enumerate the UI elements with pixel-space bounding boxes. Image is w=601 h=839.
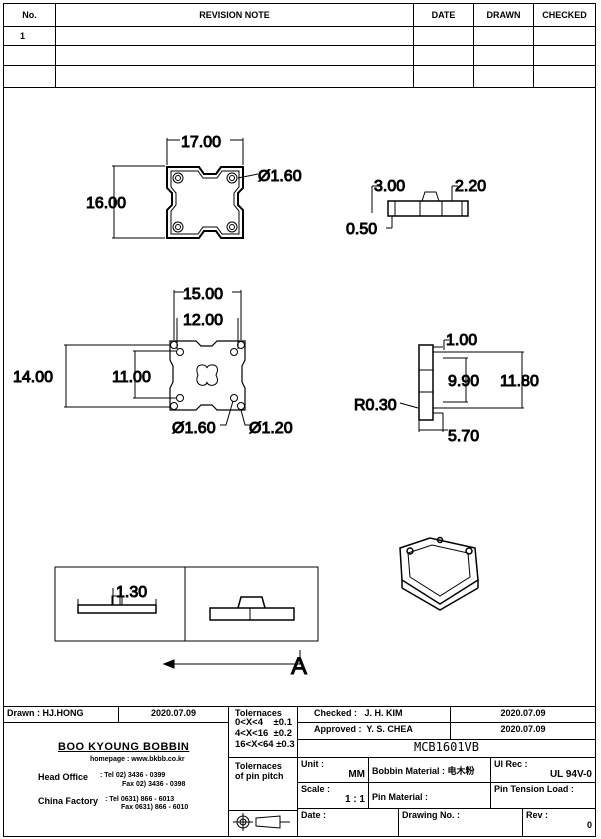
dim-front-height: 3.00 xyxy=(374,178,405,195)
bobbin-material: Bobbin Material : 电木粉 xyxy=(368,757,491,783)
projection-symbol-icon xyxy=(233,813,290,831)
dim-side-depth: 5.70 xyxy=(448,428,479,445)
dim-bottom-height-outer: 14.00 xyxy=(13,369,53,386)
head-office-tel: : Tel 02) 3436 - 0399 xyxy=(100,772,166,779)
ul-cell: Ul Rec : UL 94V-0 xyxy=(490,757,596,783)
dim-top-width: 17.00 xyxy=(181,134,221,151)
dim-front-standoff: 0.50 xyxy=(346,221,377,238)
company-homepage: homepage : www.bkbb.co.kr xyxy=(90,756,185,763)
checked-by: Checked : J. H. KIM xyxy=(297,706,451,723)
unit-cell: Unit : MM xyxy=(297,757,369,783)
head-office-label: Head Office xyxy=(38,772,89,782)
dim-top-hole: Ø1.60 xyxy=(258,168,302,185)
tolerances-title: Tolernaces xyxy=(235,708,282,718)
top-view xyxy=(112,138,259,239)
china-factory-tel: : Tel 0631) 866 - 6013 xyxy=(105,796,175,803)
dim-top-height: 16.00 xyxy=(86,195,126,212)
dim-bottom-inner: 12.00 xyxy=(183,312,223,329)
tolerance-2: 4<X<16 ±0.2 xyxy=(235,728,292,740)
date-cell: Date : xyxy=(297,808,399,837)
scale-cell: Scale : 1 : 1 xyxy=(297,782,369,809)
approved-name: Y. S. CHEA xyxy=(366,724,413,734)
pin-pitch-tolerance: Tolernaces of pin pitch xyxy=(228,757,298,811)
rev-value: 0 xyxy=(586,820,592,831)
china-factory-fax: Fax 0631) 866 - 6010 xyxy=(121,804,189,811)
drawn-date: 2020.07.09 xyxy=(118,706,229,723)
unit-label: Unit : xyxy=(301,759,324,769)
dim-bottom-hole-small: Ø1.20 xyxy=(249,420,293,437)
company-info: BOO KYOUNG BOBBIN homepage : www.bkbb.co… xyxy=(3,722,229,837)
approved-date: 2020.07.09 xyxy=(450,722,596,740)
checked-name: J. H. KIM xyxy=(364,708,403,718)
dim-bottom-hole-large: Ø1.60 xyxy=(172,420,216,437)
scale-label: Scale : xyxy=(301,784,331,794)
dim-side-radius: R0.30 xyxy=(354,397,397,414)
tolerance-1: 0<X<4 ±0.1 xyxy=(235,717,292,729)
approved-by: Approved : Y. S. CHEA xyxy=(297,722,451,740)
head-office-fax: Fax 02) 3436 - 0398 xyxy=(122,781,186,788)
bottom-view xyxy=(64,290,250,426)
ul-value: UL 94V-0 xyxy=(549,769,592,781)
tolerance-3: 16<X<64 ±0.3 xyxy=(235,739,295,751)
pin-material: Pin Material : xyxy=(368,782,491,809)
section-label: A xyxy=(291,653,307,680)
unit-value: MM xyxy=(348,769,365,781)
drawn-by: Drawn : HJ.HONG xyxy=(3,706,119,723)
company-name: BOO KYOUNG BOBBIN xyxy=(58,741,190,753)
china-factory-label: China Factory xyxy=(38,796,99,806)
checked-date: 2020.07.09 xyxy=(450,706,596,723)
dim-side-outer: 11.80 xyxy=(500,373,539,390)
scale-value: 1 : 1 xyxy=(344,794,365,806)
dim-bottom-outer: 15.00 xyxy=(183,286,223,303)
dim-front-pin: 2.20 xyxy=(455,178,486,195)
pin-tension-load: Pin Tension Load : xyxy=(490,782,596,809)
tolerances: Tolernaces 0<X<4 ±0.1 4<X<16 ±0.2 16<X<6… xyxy=(228,706,298,758)
side-view xyxy=(399,339,524,432)
part-number: MCB1601VB xyxy=(297,739,596,758)
dim-detail: 1.30 xyxy=(116,584,147,601)
rev-cell: Rev : 0 xyxy=(522,808,596,837)
approved-label: Approved : xyxy=(314,724,362,734)
dim-bottom-height-inner: 11.00 xyxy=(112,369,151,386)
isometric-view xyxy=(399,536,479,611)
ul-label: Ul Rec : xyxy=(494,759,528,769)
checked-label: Checked : xyxy=(314,708,358,718)
dim-side-inner: 9.90 xyxy=(448,373,479,390)
front-view xyxy=(371,185,469,229)
projection-cell xyxy=(228,810,298,837)
dim-side-top: 1.00 xyxy=(446,332,477,349)
rev-label: Rev : xyxy=(526,810,549,820)
section-views xyxy=(54,566,319,669)
drawing-number: Drawing No. : xyxy=(398,808,523,837)
